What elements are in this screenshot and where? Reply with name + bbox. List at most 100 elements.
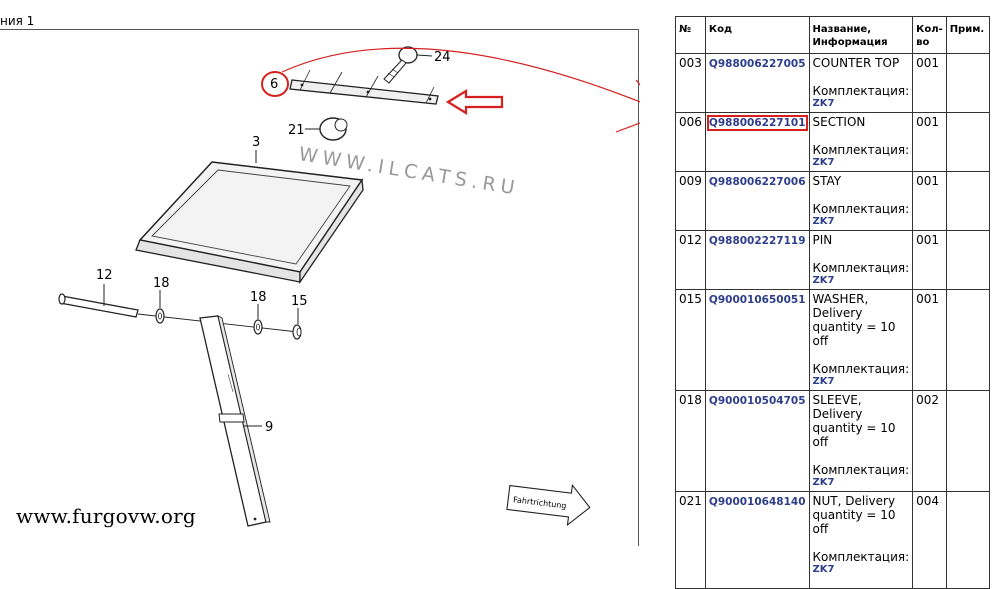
part-code-link[interactable]: Q988006227005	[704, 53, 810, 113]
row-number: 015	[675, 289, 706, 391]
part-name: WASHER, Delivery quantity = 10 off	[812, 292, 896, 348]
part-name-cell: SLEEVE, Delivery quantity = 10 off Компл…	[808, 390, 914, 492]
callout-24: 24	[434, 50, 451, 65]
part-name-cell: STAY Комплектация: ZK7	[808, 171, 914, 231]
part-note	[945, 112, 990, 172]
kit-code-link[interactable]: ZK7	[812, 275, 835, 286]
part-quantity: 001	[912, 171, 947, 231]
part-quantity: 004	[912, 491, 947, 589]
part-code[interactable]: Q900010648140	[708, 496, 806, 508]
part-name-cell: SECTION Комплектация: ZK7	[808, 112, 914, 172]
part-name-cell: WASHER, Delivery quantity = 10 off Компл…	[808, 289, 914, 391]
part-quantity: 001	[912, 230, 947, 290]
part-code[interactable]: Q988002227119	[708, 235, 806, 247]
kit-code-link[interactable]: ZK7	[812, 564, 835, 575]
callout-15: 15	[291, 294, 308, 309]
part-code-link[interactable]: Q900010648140	[704, 491, 810, 589]
part-name: COUNTER TOP	[812, 56, 900, 70]
part-name: PIN	[812, 233, 833, 247]
part-name: SECTION	[812, 115, 866, 129]
table-row: 012 Q988002227119 PIN Комплектация: ZK7 …	[675, 230, 990, 290]
part-code-link[interactable]: Q900010650051	[704, 289, 810, 391]
row-number: 003	[675, 53, 706, 113]
part-name-cell: COUNTER TOP Комплектация: ZK7	[808, 53, 914, 113]
row-number: 006	[675, 112, 706, 172]
part-sleeve-left[interactable]	[155, 308, 165, 324]
kit-label: Комплектация:	[812, 550, 910, 564]
callout-3: 3	[252, 135, 260, 150]
part-washer[interactable]	[292, 324, 302, 340]
part-note	[945, 53, 990, 113]
header-quantity: Кол- во	[912, 16, 947, 54]
part-quantity: 002	[912, 390, 947, 492]
header-number: №	[675, 16, 706, 54]
callout-9: 9	[265, 420, 273, 435]
part-nut[interactable]	[319, 117, 348, 141]
kit-label: Комплектация:	[812, 84, 910, 98]
table-row: 009 Q988006227006 STAY Комплектация: ZK7…	[675, 171, 990, 231]
row-number: 021	[675, 491, 706, 589]
part-name-cell: PIN Комплектация: ZK7	[808, 230, 914, 290]
table-row: 003 Q988006227005 COUNTER TOP Комплектац…	[675, 53, 990, 113]
header-note: Прим.	[945, 16, 990, 54]
kit-label: Комплектация:	[812, 202, 910, 216]
part-code[interactable]: Q988006227006	[708, 176, 806, 188]
driving-direction-arrow: Fahrtrichtung	[506, 483, 591, 527]
table-row: 015 Q900010650051 WASHER, Delivery quant…	[675, 289, 990, 391]
kit-code-link[interactable]: ZK7	[812, 216, 835, 227]
part-code[interactable]: Q900010504705	[708, 395, 806, 407]
diagram-top-border	[0, 29, 639, 30]
part-name: SLEEVE, Delivery quantity = 10 off	[812, 393, 896, 449]
callout-6: 6	[270, 77, 278, 92]
part-note	[945, 289, 990, 391]
header-qty-line1: Кол-	[916, 24, 943, 35]
table-row: 006 Q988006227101 SECTION Комплектация: …	[675, 112, 990, 172]
header-name-line1: Название,	[812, 24, 872, 35]
table-row: 021 Q900010648140 NUT, Delivery quantity…	[675, 491, 990, 589]
kit-code-link[interactable]: ZK7	[812, 477, 835, 488]
kit-code-link[interactable]: ZK7	[812, 98, 835, 109]
diagram-caption: ния 1	[0, 14, 35, 28]
header-name-line2: Информация	[812, 37, 888, 48]
part-code-link[interactable]: Q988002227119	[704, 230, 810, 290]
part-bolt[interactable]	[383, 46, 418, 84]
part-counter-top[interactable]	[135, 161, 364, 285]
part-sleeve-right[interactable]	[253, 319, 263, 335]
part-stay[interactable]	[199, 315, 271, 527]
callout-18a: 18	[153, 276, 170, 291]
diagram-right-border	[638, 29, 639, 546]
part-note	[945, 491, 990, 589]
kit-label: Комплектация:	[812, 261, 910, 275]
table-header-row: № Код Название, Информация Кол- во Прим.	[675, 16, 990, 54]
callout-12: 12	[96, 268, 113, 283]
part-pin[interactable]	[58, 293, 139, 318]
kit-label: Комплектация:	[812, 463, 910, 477]
parts-table: № Код Название, Информация Кол- во Прим.…	[675, 16, 990, 589]
part-section-bar[interactable]	[289, 69, 439, 105]
part-note	[945, 390, 990, 492]
part-code-link[interactable]: Q988006227101	[704, 112, 810, 172]
row-number: 012	[675, 230, 706, 290]
header-code: Код	[704, 16, 810, 54]
part-quantity: 001	[912, 289, 947, 391]
part-quantity: 001	[912, 53, 947, 113]
kit-code-link[interactable]: ZK7	[812, 376, 835, 387]
exploded-parts-drawing: WWW.ILCATS.RU	[58, 46, 640, 527]
part-code[interactable]: Q988006227005	[708, 58, 806, 70]
kit-code-link[interactable]: ZK7	[812, 157, 835, 168]
callout-21: 21	[288, 123, 305, 138]
part-code-highlighted[interactable]: Q988006227101	[706, 115, 808, 131]
part-note	[945, 171, 990, 231]
part-name: STAY	[812, 174, 842, 188]
header-name: Название, Информация	[808, 16, 914, 54]
callout-18b: 18	[250, 290, 267, 305]
red-annotations	[261, 47, 640, 133]
part-code-link[interactable]: Q900010504705	[704, 390, 810, 492]
table-body: 003 Q988006227005 COUNTER TOP Комплектац…	[675, 53, 990, 589]
part-code[interactable]: Q900010650051	[708, 294, 806, 306]
part-code-link[interactable]: Q988006227006	[704, 171, 810, 231]
site-watermark: www.furgovw.org	[16, 504, 196, 528]
part-note	[945, 230, 990, 290]
part-name-cell: NUT, Delivery quantity = 10 off Комплект…	[808, 491, 914, 589]
row-number: 018	[675, 390, 706, 492]
